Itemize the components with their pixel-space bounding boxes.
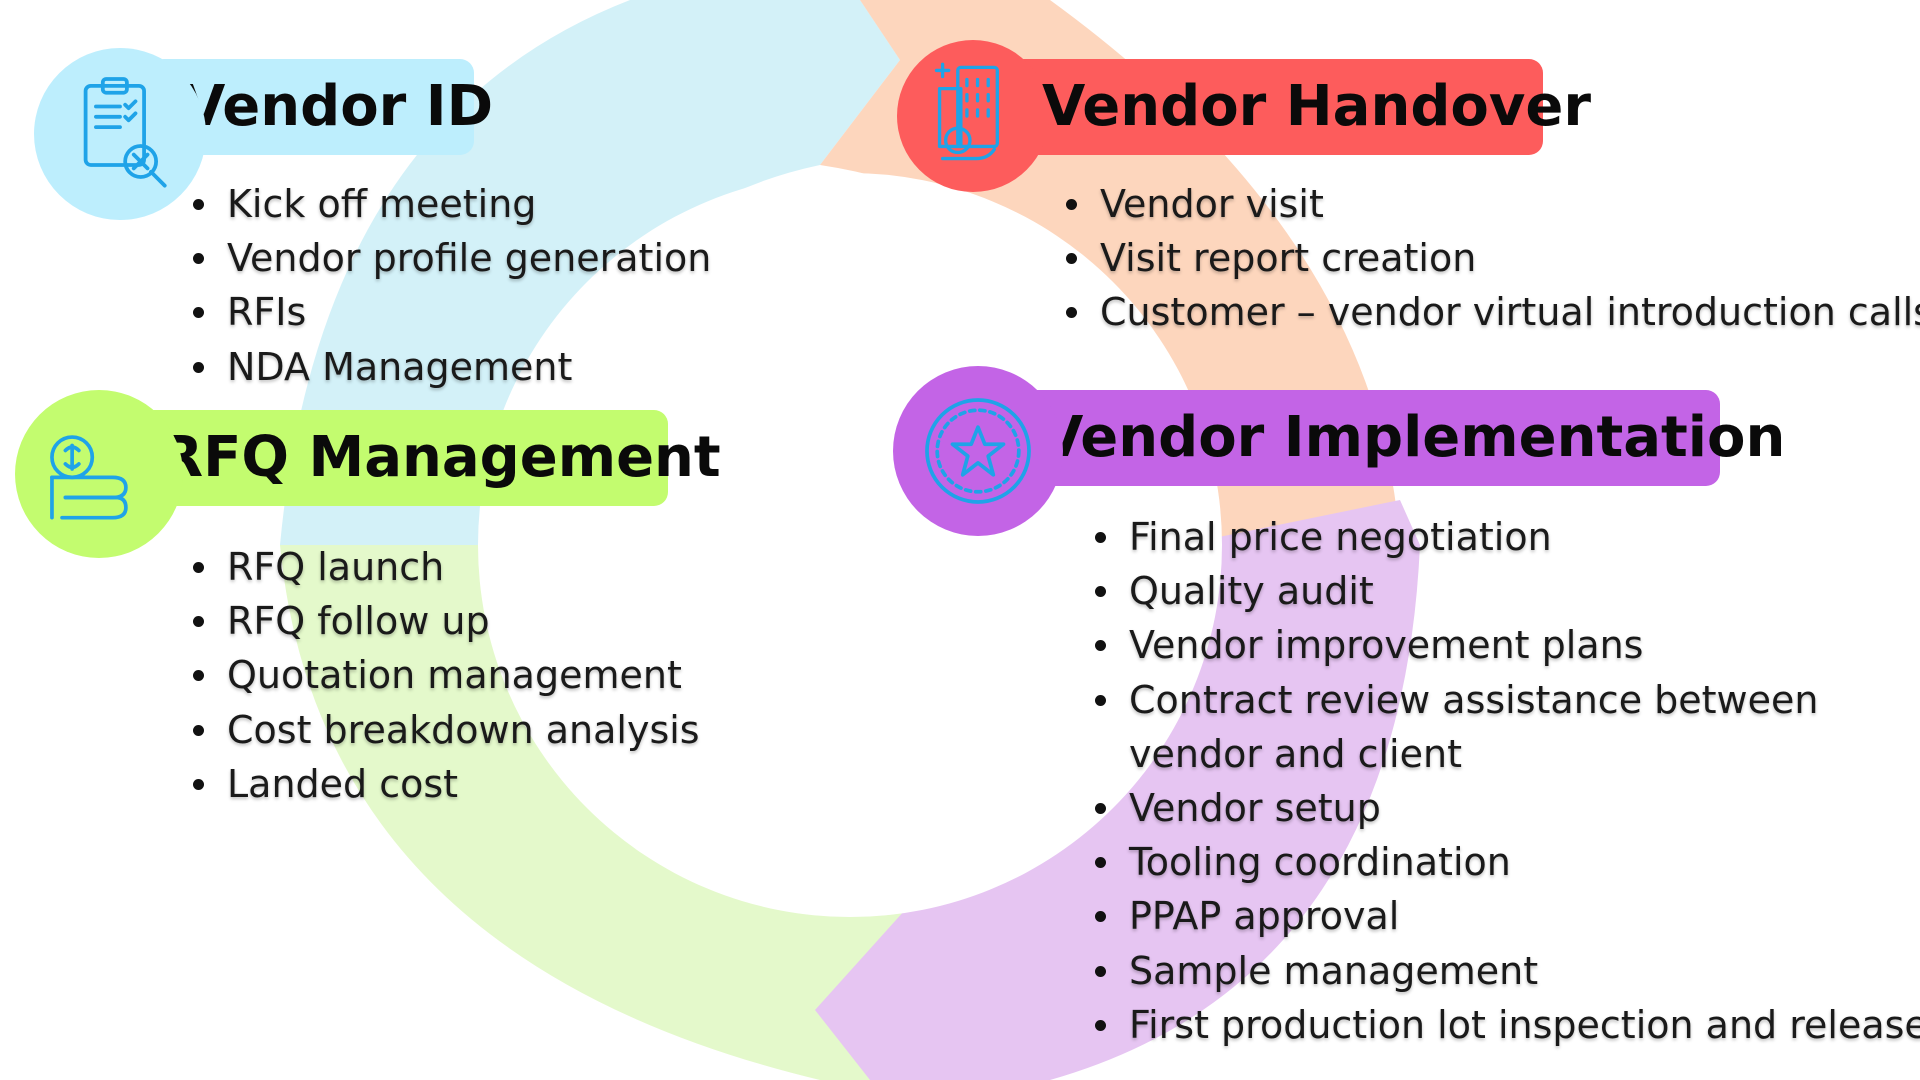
vendor-id-list: Kick off meeting Vendor profile generati… — [193, 177, 711, 394]
list-item: Cost breakdown analysis — [193, 703, 700, 757]
vendor-handover-list: Vendor visit Visit report creation Custo… — [1066, 177, 1920, 340]
list-item: Landed cost — [193, 757, 700, 811]
list-item-continuation: vendor and client — [1129, 731, 1462, 776]
list-item: RFIs — [193, 285, 711, 339]
list-item: Quotation management — [193, 648, 700, 702]
building-hand-icon — [897, 40, 1049, 192]
list-item: Vendor visit — [1066, 177, 1920, 231]
list-item: PPAP approval — [1095, 889, 1920, 943]
clipboard-search-icon — [34, 48, 206, 220]
list-item: Vendor improvement plans — [1095, 618, 1920, 672]
list-item: Visit report creation — [1066, 231, 1920, 285]
list-item: First production lot inspection and rele… — [1095, 998, 1920, 1052]
list-item: Vendor profile generation — [193, 231, 711, 285]
rfq-management-list: RFQ launch RFQ follow up Quotation manag… — [193, 540, 700, 811]
vendor-implementation-list: Final price negotiation Quality audit Ve… — [1095, 510, 1920, 1052]
list-item: Quality audit — [1095, 564, 1920, 618]
ring-segment-rfq-management — [280, 545, 1050, 1080]
vendor-implementation-title: Vendor Implementation — [1020, 390, 1785, 486]
list-item: Final price negotiation — [1095, 510, 1920, 564]
list-item: Customer – vendor virtual introduction c… — [1066, 285, 1920, 339]
coin-hand-icon — [15, 390, 183, 558]
list-item: Contract review assistance between — [1095, 673, 1920, 727]
vendor-id-title: Vendor ID — [150, 59, 493, 155]
list-item: Vendor setup — [1095, 781, 1920, 835]
list-item: Sample management — [1095, 944, 1920, 998]
list-item: RFQ follow up — [193, 594, 700, 648]
ring-center — [478, 173, 1222, 917]
list-item: NDA Management — [193, 340, 711, 394]
rfq-management-title: RFQ Management — [140, 410, 721, 506]
list-item: Kick off meeting — [193, 177, 711, 231]
star-badge-icon — [893, 366, 1063, 536]
vendor-handover-title: Vendor Handover — [1010, 59, 1591, 155]
list-item: Tooling coordination — [1095, 835, 1920, 889]
list-item: RFQ launch — [193, 540, 700, 594]
